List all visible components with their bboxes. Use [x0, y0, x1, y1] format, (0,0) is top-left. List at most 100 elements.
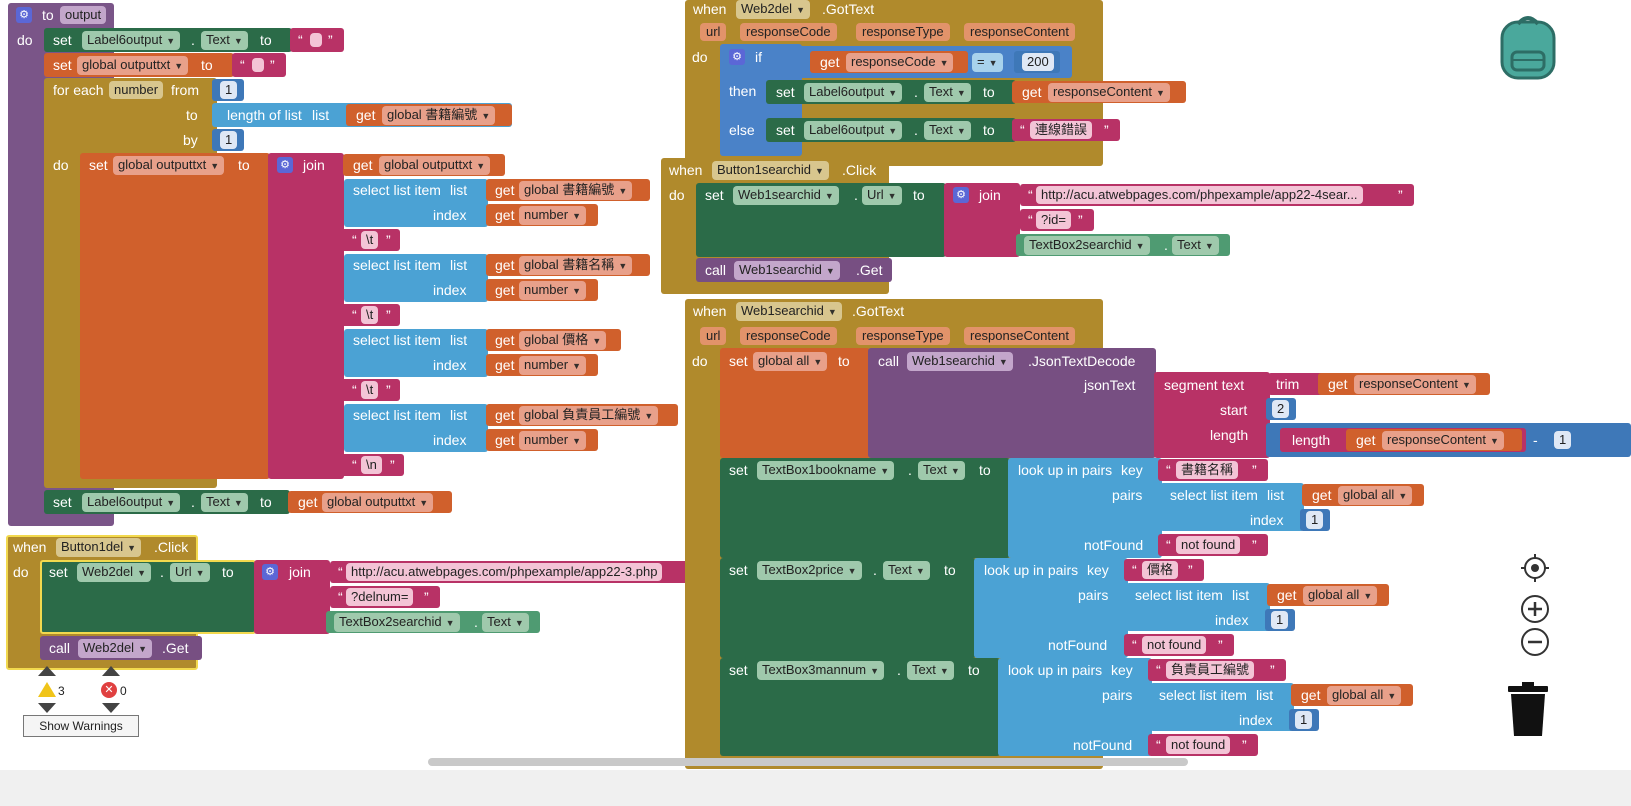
param-responsetype[interactable]: responseType [856, 23, 950, 41]
component-dropdown[interactable]: Web1searchid▼ [907, 352, 1013, 371]
number-field[interactable]: 1 [1295, 711, 1313, 729]
look-up-in-pairs-block[interactable] [974, 558, 1128, 658]
zoom-in-icon[interactable] [1520, 594, 1550, 624]
text-field[interactable]: \t [361, 381, 379, 399]
number-field[interactable]: 1 [1554, 431, 1572, 449]
number-field[interactable]: 200 [1022, 53, 1054, 71]
text-field[interactable]: \t [361, 231, 379, 249]
variable-dropdown[interactable]: responseContent▼ [1382, 431, 1504, 450]
variable-dropdown[interactable]: global 負責員工編號▼ [519, 406, 659, 425]
gear-icon[interactable]: ⚙ [16, 7, 32, 23]
component-dropdown[interactable]: Web1searchid▼ [734, 261, 840, 280]
param-responsecontent[interactable]: responseContent [964, 23, 1076, 41]
text-field[interactable]: 連線錯誤 [1030, 121, 1093, 139]
text-field[interactable] [310, 33, 322, 47]
param-responsecontent[interactable]: responseContent [964, 327, 1076, 345]
text-field[interactable]: 價格 [1142, 561, 1179, 579]
param-responsecode[interactable]: responseCode [740, 23, 837, 41]
variable-dropdown[interactable]: global 書籍編號▼ [382, 106, 496, 125]
component-dropdown[interactable]: Button1searchid▼ [712, 161, 829, 180]
param-responsetype[interactable]: responseType [856, 327, 950, 345]
gear-icon[interactable]: ⚙ [262, 564, 278, 580]
backpack-icon[interactable] [1496, 12, 1560, 82]
variable-dropdown[interactable]: number▼ [519, 206, 586, 225]
variable-dropdown[interactable]: global 價格▼ [519, 331, 607, 350]
text-field[interactable]: 書籍名稱 [1176, 461, 1239, 479]
param-url[interactable]: url [700, 327, 727, 345]
property-dropdown[interactable]: Text▼ [201, 493, 248, 512]
component-dropdown[interactable]: Web1searchid▼ [733, 186, 839, 205]
component-dropdown[interactable]: Label6output▼ [82, 493, 181, 512]
warnings-next-arrow[interactable] [38, 703, 56, 713]
look-up-in-pairs-block[interactable] [1008, 458, 1162, 558]
number-field[interactable]: 2 [1272, 400, 1290, 418]
text-field[interactable] [252, 58, 264, 72]
property-dropdown[interactable]: Text▼ [924, 83, 971, 102]
component-dropdown[interactable]: Label6output▼ [804, 83, 903, 102]
procedure-name-field[interactable]: output [60, 6, 107, 24]
component-dropdown[interactable]: TextBox3mannum▼ [757, 661, 884, 680]
property-dropdown[interactable]: Text▼ [1172, 236, 1219, 255]
component-dropdown[interactable]: TextBox1bookname▼ [757, 461, 895, 480]
select-list-item-block[interactable] [1126, 583, 1270, 631]
property-dropdown[interactable]: Url▼ [170, 563, 210, 582]
text-field[interactable]: not found [1142, 636, 1207, 654]
look-up-in-pairs-block[interactable] [998, 658, 1152, 756]
variable-dropdown[interactable]: global all▼ [1338, 486, 1413, 505]
number-field[interactable]: 1 [220, 81, 238, 99]
component-dropdown[interactable]: Web2del▼ [78, 639, 152, 658]
component-dropdown[interactable]: Web2del▼ [736, 0, 810, 19]
variable-dropdown[interactable]: global outputtxt▼ [113, 156, 225, 175]
component-dropdown[interactable]: Button1del▼ [56, 538, 142, 557]
param-responsecode[interactable]: responseCode [740, 327, 837, 345]
property-dropdown[interactable]: Text▼ [482, 613, 529, 632]
variable-dropdown[interactable]: global outputtxt▼ [379, 156, 491, 175]
gear-icon[interactable]: ⚙ [729, 49, 745, 65]
component-dropdown[interactable]: Web1searchid▼ [736, 302, 842, 321]
select-list-item-block[interactable] [1150, 683, 1294, 731]
select-list-item-block[interactable] [344, 404, 488, 452]
zoom-out-icon[interactable] [1520, 627, 1550, 657]
property-dropdown[interactable]: Url▼ [862, 186, 902, 205]
component-dropdown[interactable]: TextBox2searchid▼ [334, 613, 460, 632]
property-dropdown[interactable]: Text▼ [907, 661, 954, 680]
loop-variable-field[interactable]: number [109, 81, 164, 99]
gear-icon[interactable]: ⚙ [953, 187, 969, 203]
variable-dropdown[interactable]: number▼ [519, 431, 586, 450]
property-dropdown[interactable]: Text▼ [883, 561, 930, 580]
text-field[interactable]: \n [361, 456, 382, 474]
warnings-prev-arrow[interactable] [38, 666, 56, 676]
target-icon[interactable] [1520, 553, 1550, 583]
text-field[interactable]: ?id= [1036, 211, 1071, 229]
select-list-item-block[interactable] [344, 179, 488, 227]
property-dropdown[interactable]: Text▼ [924, 121, 971, 140]
text-field[interactable]: \t [361, 306, 379, 324]
errors-prev-arrow[interactable] [102, 666, 120, 676]
variable-dropdown[interactable]: number▼ [519, 356, 586, 375]
component-dropdown[interactable]: Web2del▼ [77, 563, 151, 582]
text-field[interactable]: http://acu.atwebpages.com/phpexample/app… [1036, 186, 1363, 204]
variable-dropdown[interactable]: global all▼ [1327, 686, 1402, 705]
number-field[interactable]: 1 [1271, 611, 1289, 629]
variable-dropdown[interactable]: global 書籍編號▼ [519, 181, 633, 200]
errors-next-arrow[interactable] [102, 703, 120, 713]
text-field[interactable]: not found [1166, 736, 1231, 754]
select-list-item-block[interactable] [1160, 483, 1304, 531]
variable-dropdown[interactable]: responseCode▼ [846, 53, 954, 72]
variable-dropdown[interactable]: global all▼ [1303, 586, 1378, 605]
number-field[interactable]: 1 [1306, 511, 1324, 529]
select-list-item-block[interactable] [344, 329, 488, 377]
variable-dropdown[interactable]: responseContent▼ [1354, 375, 1476, 394]
property-dropdown[interactable]: Text▼ [918, 461, 965, 480]
text-field[interactable]: http://acu.atwebpages.com/phpexample/app… [346, 563, 663, 581]
number-field[interactable]: 1 [220, 131, 238, 149]
component-dropdown[interactable]: Label6output▼ [804, 121, 903, 140]
text-field[interactable]: ?delnum= [346, 588, 414, 606]
horizontal-scrollbar[interactable] [428, 758, 1188, 766]
variable-dropdown[interactable]: number▼ [519, 281, 586, 300]
variable-dropdown[interactable]: responseContent▼ [1048, 83, 1170, 102]
variable-dropdown[interactable]: global all▼ [753, 352, 828, 371]
component-dropdown[interactable]: TextBox2searchid▼ [1024, 236, 1150, 255]
set-global-outputtxt-block[interactable] [80, 153, 270, 479]
